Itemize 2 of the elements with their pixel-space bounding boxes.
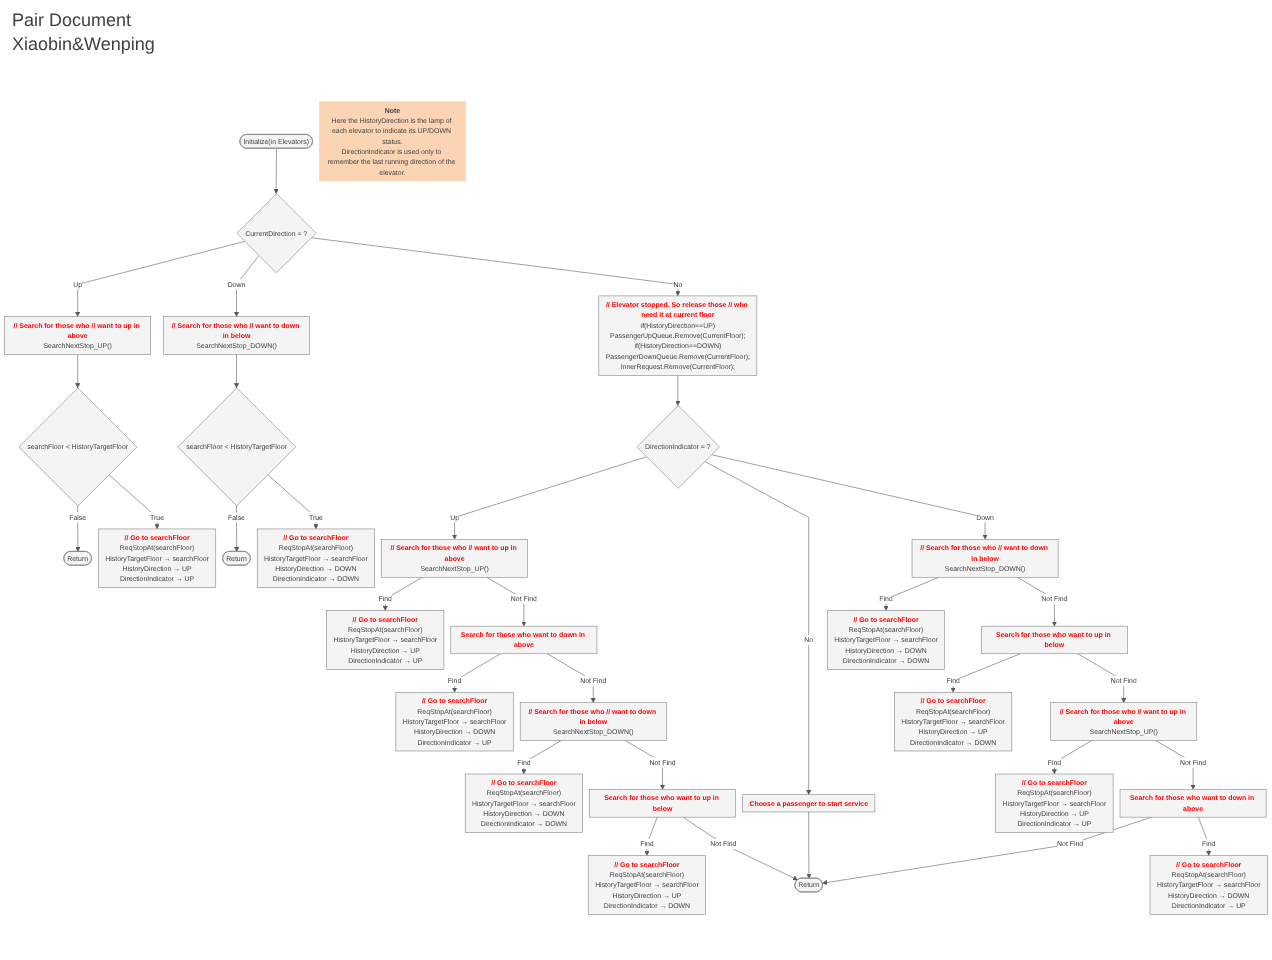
author-names: Xiaobin&Wenping [12,32,155,56]
document-title: Pair Document [12,8,134,32]
